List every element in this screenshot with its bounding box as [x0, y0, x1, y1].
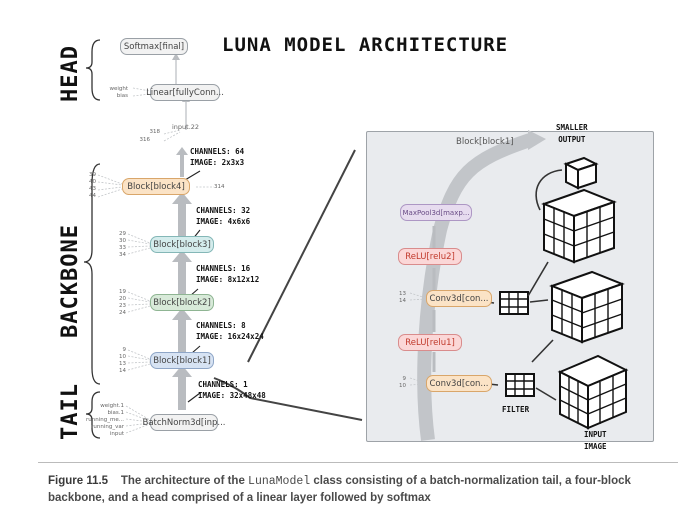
linear-node: Linear[fullyConn... — [146, 84, 224, 101]
caption-code: LunaModel — [248, 475, 311, 488]
port-314: 314 — [214, 184, 225, 190]
block3-node: Block[block3] — [150, 236, 214, 253]
port-316: 316 — [139, 137, 151, 143]
input22-label: input.22 — [172, 123, 200, 131]
caption-text-after: class consisting of a batch-normalizatio… — [48, 475, 631, 504]
detail-title: Block[block1] — [456, 137, 514, 147]
softmax-node: Softmax[final] — [120, 38, 188, 55]
zoom-lines — [213, 149, 363, 421]
diagram-title: LUNA MODEL ARCHITECTURE — [222, 34, 509, 56]
figure-caption: Figure 11.5 The architecture of the Luna… — [48, 473, 668, 507]
block2-node: Block[block2] — [150, 294, 214, 311]
section-braces — [83, 39, 101, 439]
caption-text-before: The architecture of the — [120, 475, 249, 487]
relu1-node: ReLU[relu1] — [398, 334, 462, 351]
batchnorm-node: BatchNorm3d[inp... — [143, 414, 226, 431]
caption-divider — [38, 462, 678, 463]
filter-label: FILTER — [502, 405, 530, 414]
relu2-node: ReLU[relu2] — [398, 248, 462, 265]
port-318: 318 — [149, 129, 161, 135]
conv1-node: Conv3d[con... — [426, 375, 492, 392]
backbone-arrows — [172, 147, 192, 410]
maxpool-node: MaxPool3d[maxp... — [400, 204, 472, 221]
conv2-node: Conv3d[con... — [426, 290, 492, 307]
block1-node: Block[block1] — [150, 352, 214, 369]
block4-node: Block[block4] — [122, 178, 190, 195]
caption-label: Figure 11.5 — [48, 475, 109, 487]
